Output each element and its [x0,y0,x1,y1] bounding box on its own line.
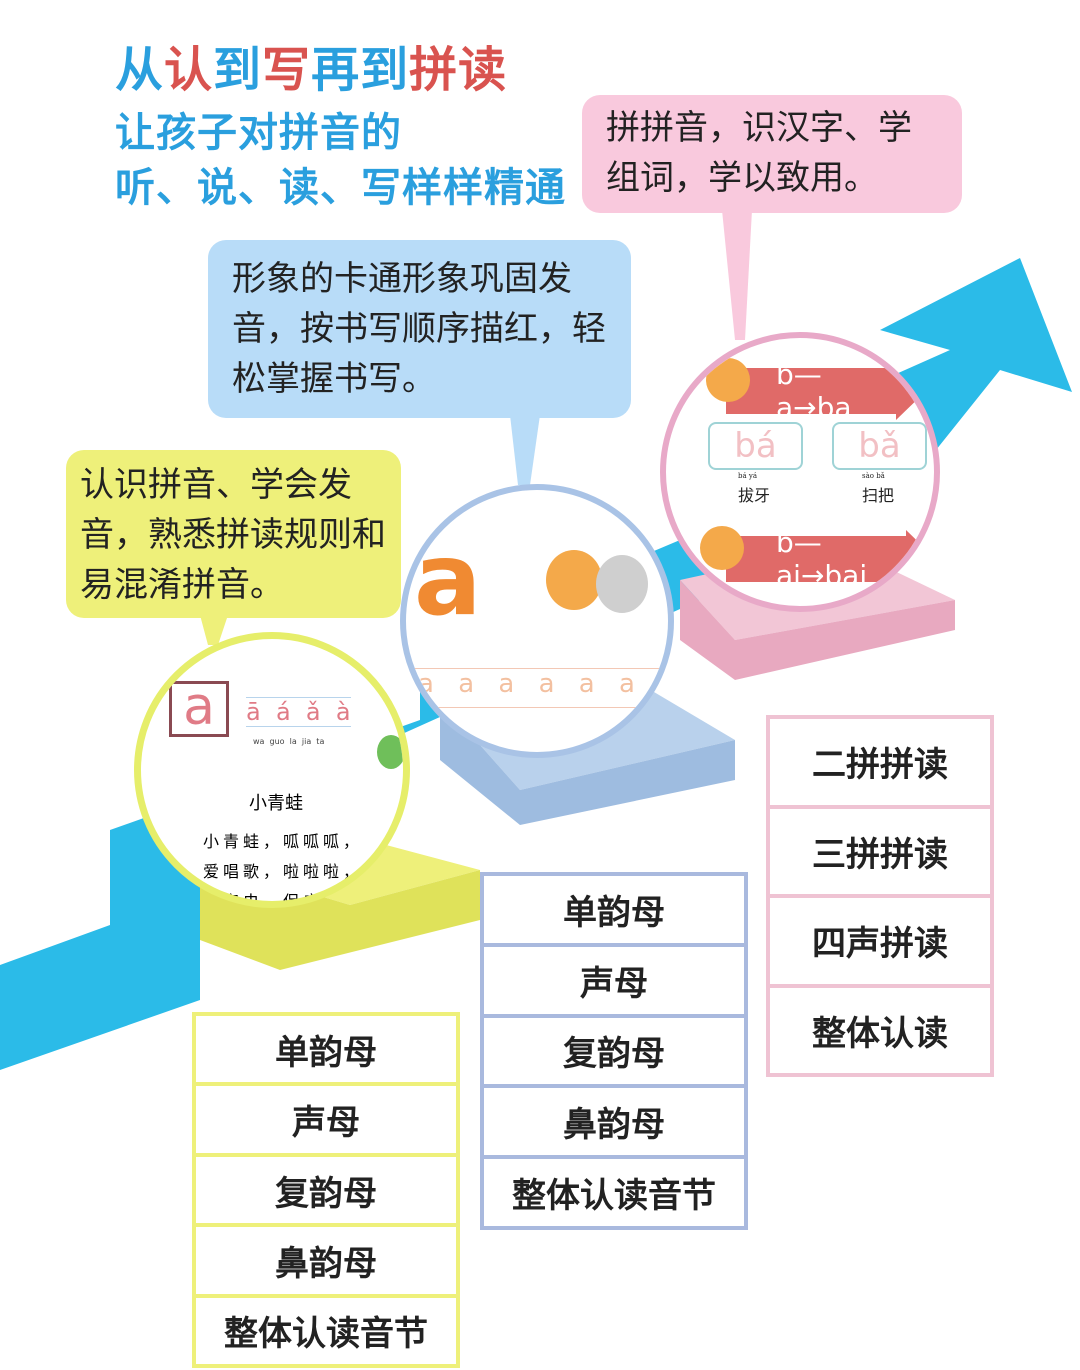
word2: 扫把 [862,486,895,505]
list-item: 三拼拼读 [770,808,990,894]
yellow-bubble-tail [200,615,228,645]
word1-pinyin: bá yá [738,472,758,480]
yellow-sample-circle: a ā á ǎ à wa guo la jia ta 小青蛙 小青蛙，呱呱呱，爱… [134,632,410,908]
pinyin-box-1: bá [708,422,803,470]
headline-line2: 让孩子对拼音的 [115,110,402,156]
poem: 小青蛙，呱呱呱，爱唱歌，啦啦啦，吃害虫，保庄 [203,832,364,908]
list-item: 复韵母 [484,1017,744,1085]
pink-bubble-tail [722,210,752,340]
headline-line3: 听、说、读、写样样精通 [115,165,566,211]
list-item: 四声拼读 [770,898,990,984]
list-item: 声母 [196,1086,456,1153]
word1: 拔牙 [738,486,771,505]
blue-bubble-tail [510,415,540,485]
dog-character-icon [546,550,602,610]
pinyin-box-2: bǎ [832,422,927,470]
list-item: 单韵母 [196,1016,456,1083]
frog-icon [377,735,403,769]
poem-title: 小青蛙 [249,793,303,814]
list-item: 单韵母 [484,876,744,943]
pinyin-row: wa guo la jia ta [253,737,325,746]
yellow-callout: 认识拼音、学会发音，熟悉拼读规则和易混淆拼音。 [66,450,401,618]
list-item: 整体认读 [770,987,990,1073]
blue-sample-circle: a a a a a a a [400,484,674,758]
list-item: 二拼拼读 [770,719,990,805]
dog-character-icon [700,526,744,570]
step-pink-front [680,580,955,680]
tones-row: ā á ǎ à [246,697,351,727]
big-letter: a [414,521,482,638]
spelling-rule-2: b—ai→bai [726,526,934,592]
word2-pinyin: sào bǎ [862,472,885,480]
dog-character-icon [706,358,750,402]
list-item: 鼻韵母 [484,1088,744,1156]
letter-card: a [169,681,229,737]
yellow-topic-list: 单韵母 声母 复韵母 鼻韵母 整体认读音节 [192,1012,460,1368]
pink-topic-list: 二拼拼读 三拼拼读 四声拼读 整体认读 [766,715,994,1077]
list-item: 声母 [484,946,744,1014]
pink-sample-circle: b—a→ba bá bǎ bá yá 拔牙 sào bǎ 扫把 b—ai→bai [660,332,940,612]
cat-character-icon [596,555,648,613]
list-item: 复韵母 [196,1156,456,1224]
pink-callout: 拼拼音，识汉字、学组词，学以致用。 [582,95,962,213]
blue-topic-list: 单韵母 声母 复韵母 鼻韵母 整体认读音节 [480,872,748,1230]
spelling-rule-1: b—a→ba [726,358,926,424]
blue-callout: 形象的卡通形象巩固发音，按书写顺序描红，轻松掌握书写。 [208,240,631,418]
list-item: 鼻韵母 [196,1227,456,1294]
headline-line1: 从认到写再到拼读 [115,42,508,98]
list-item: 整体认读音节 [196,1297,456,1365]
list-item: 整体认读音节 [484,1159,744,1226]
step-blue-front [440,700,735,825]
tracing-row: a a a a a a [406,668,668,708]
